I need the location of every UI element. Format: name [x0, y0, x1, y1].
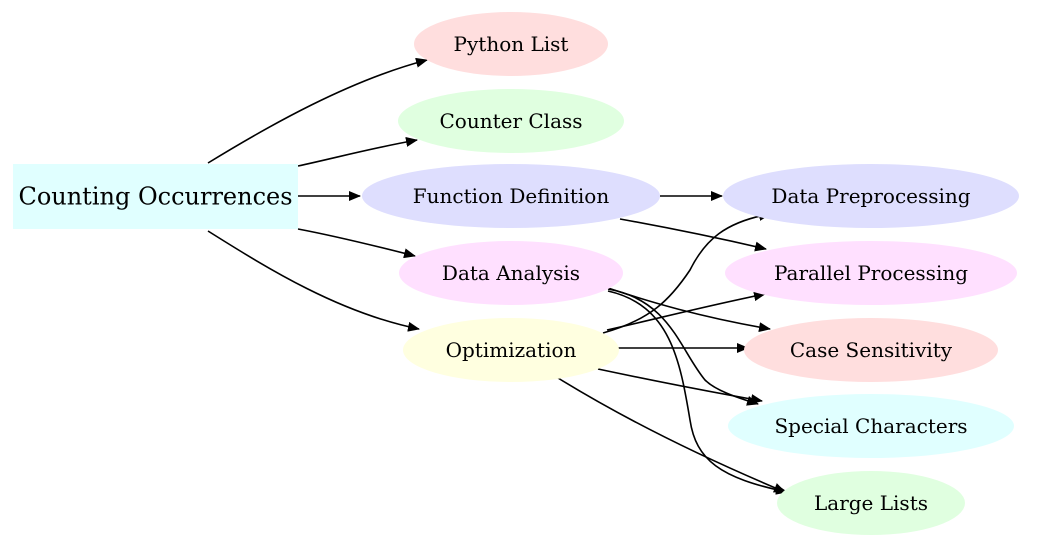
- node-counter-class[interactable]: Counter Class: [398, 89, 624, 153]
- node-optimization[interactable]: Optimization: [403, 318, 619, 382]
- edge-counting-to-python-list: [207, 57, 428, 164]
- node-label-function-definition: Function Definition: [413, 184, 610, 208]
- edge-counting-to-optimization: [207, 230, 420, 332]
- node-label-parallel-processing: Parallel Processing: [774, 261, 968, 285]
- root-node-label: Counting Occurrences: [18, 183, 292, 211]
- node-ellipse: [399, 241, 623, 305]
- node-case-sensitivity[interactable]: Case Sensitivity: [744, 318, 998, 382]
- edge-optimization-to-large-lists: [557, 377, 786, 493]
- node-large-lists[interactable]: Large Lists: [777, 471, 965, 535]
- node-ellipse: [403, 318, 619, 382]
- nodes-layer: Counting Occurrences Python List Counter…: [13, 12, 1019, 535]
- edge-optimization-to-special-characters: [597, 368, 763, 405]
- node-data-preprocessing[interactable]: Data Preprocessing: [723, 164, 1019, 228]
- node-ellipse: [398, 89, 624, 153]
- node-label-optimization: Optimization: [446, 338, 577, 362]
- node-ellipse: [777, 471, 965, 535]
- node-label-counter-class: Counter Class: [439, 109, 582, 133]
- node-label-data-analysis: Data Analysis: [442, 261, 580, 285]
- node-ellipse: [744, 318, 998, 382]
- node-ellipse: [723, 164, 1019, 228]
- node-ellipse: [725, 241, 1017, 305]
- edge-counting-to-data-analysis: [297, 228, 416, 259]
- root-node-box: [13, 164, 298, 229]
- node-label-special-characters: Special Characters: [774, 414, 967, 438]
- node-python-list[interactable]: Python List: [414, 12, 608, 76]
- edge-optimization-to-data-preprocessing: [602, 211, 771, 334]
- node-function-definition[interactable]: Function Definition: [362, 164, 660, 228]
- edge-function-definition-to-parallel-processing: [619, 218, 767, 252]
- node-special-characters[interactable]: Special Characters: [728, 394, 1014, 458]
- node-counting-occurrences[interactable]: Counting Occurrences: [13, 164, 298, 229]
- node-data-analysis[interactable]: Data Analysis: [399, 241, 623, 305]
- node-parallel-processing[interactable]: Parallel Processing: [725, 241, 1017, 305]
- node-label-case-sensitivity: Case Sensitivity: [790, 338, 953, 362]
- node-label-python-list: Python List: [454, 32, 569, 56]
- edges-layer: [207, 57, 788, 495]
- node-ellipse: [728, 394, 1014, 458]
- node-label-data-preprocessing: Data Preprocessing: [771, 184, 970, 208]
- node-label-large-lists: Large Lists: [814, 491, 928, 515]
- edge-optimization-to-parallel-processing: [606, 291, 766, 331]
- edge-counting-to-counter-class: [297, 137, 418, 167]
- node-ellipse: [414, 12, 608, 76]
- node-ellipse: [362, 164, 660, 228]
